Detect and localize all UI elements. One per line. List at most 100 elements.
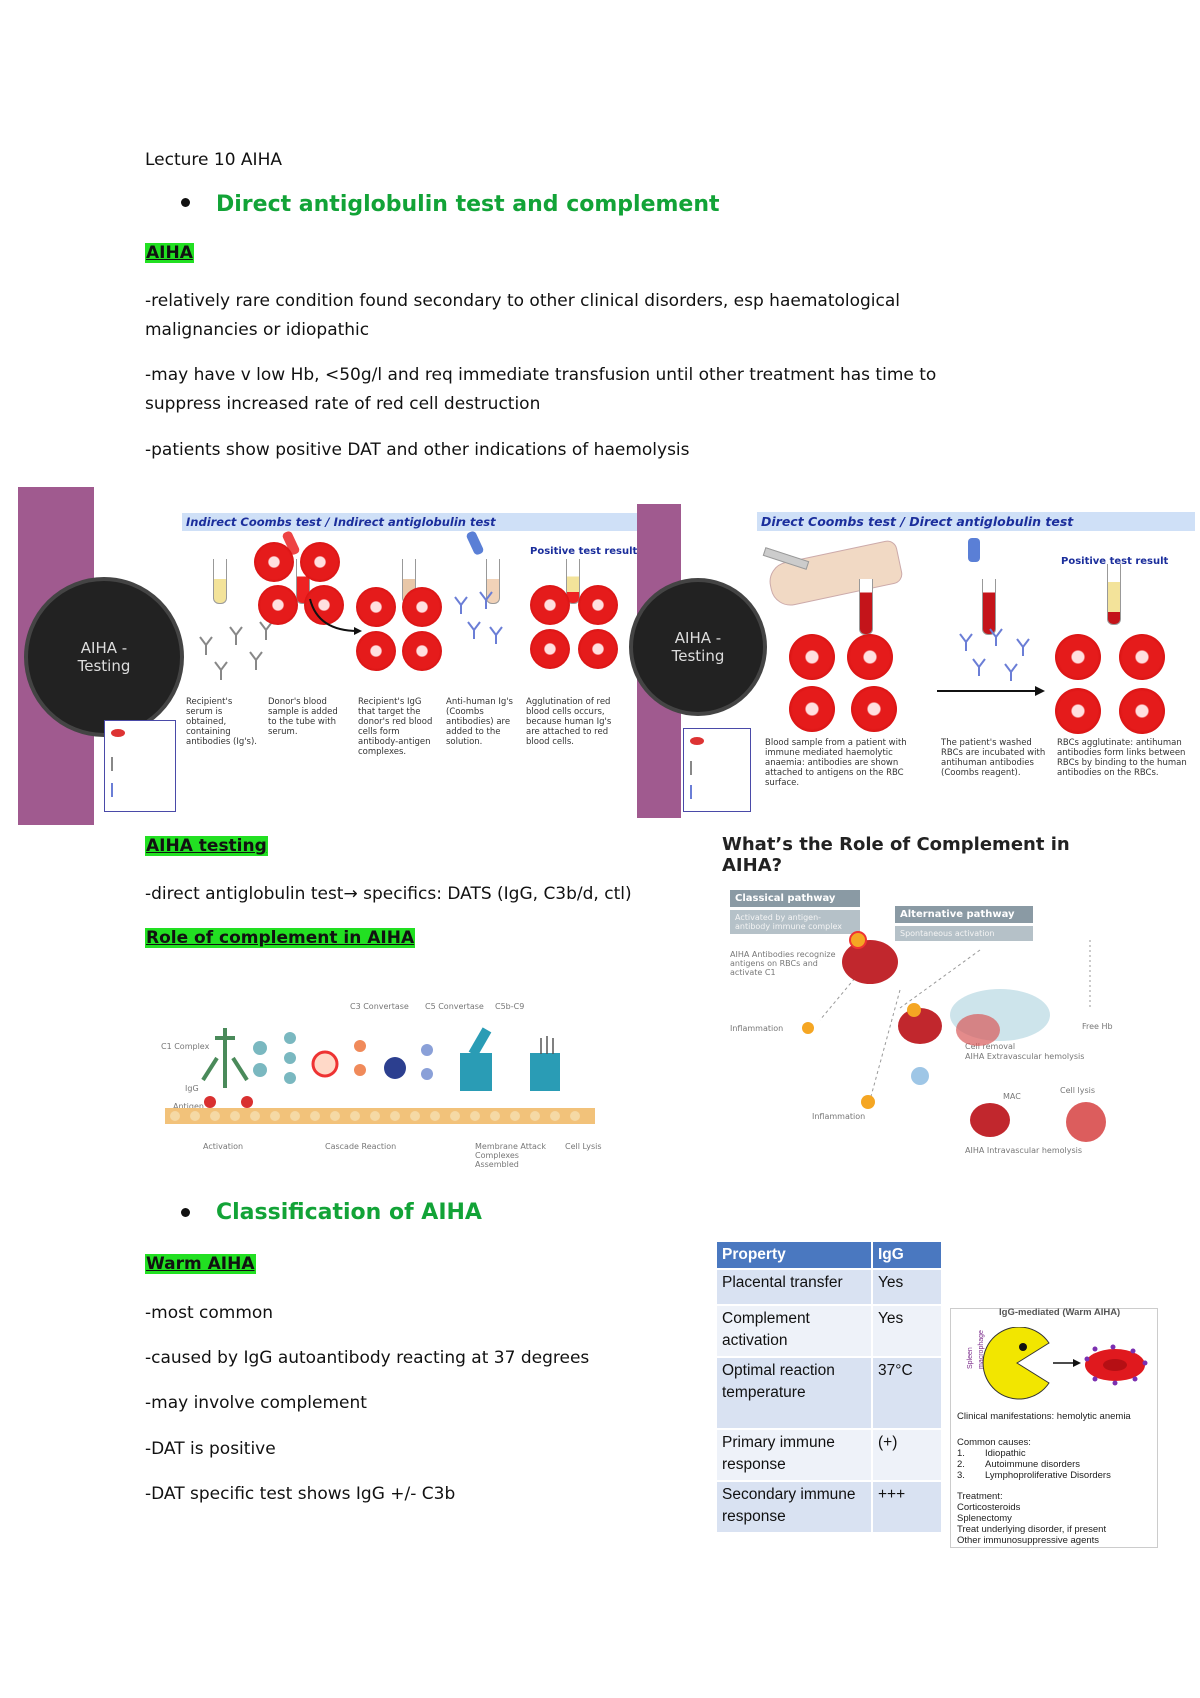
causes-title: Common causes: bbox=[957, 1437, 1031, 1448]
table-cell: +++ bbox=[873, 1482, 941, 1532]
red-blood-cell bbox=[847, 634, 893, 680]
anti-human-antibodies-icon bbox=[454, 591, 503, 644]
circle-text-1: AIHA - bbox=[80, 639, 128, 657]
test-tube bbox=[213, 559, 227, 604]
step-caption: Recipient's serum is obtained, containin… bbox=[186, 697, 258, 747]
circle-text-1: AIHA - bbox=[674, 629, 722, 647]
step-caption: Recipient's IgG that target the donor's … bbox=[358, 697, 433, 757]
test-tube bbox=[486, 559, 500, 604]
table-row: Secondary immune response +++ bbox=[717, 1482, 941, 1532]
mac-label: MAC bbox=[1003, 1092, 1021, 1101]
cause-num: 1. bbox=[957, 1448, 965, 1459]
bullet-dot bbox=[181, 198, 190, 207]
red-blood-cell bbox=[300, 542, 340, 582]
aiha-antibodies-note: AIHA Antibodies recognize antigens on RB… bbox=[730, 950, 836, 977]
test-tube bbox=[1107, 564, 1121, 625]
complement-diagram bbox=[802, 931, 1106, 1142]
testing-circle: AIHA - Testing bbox=[629, 578, 767, 716]
dropper-icon bbox=[465, 530, 485, 556]
cascade-diagram bbox=[165, 1027, 595, 1124]
antibodies-icon bbox=[199, 621, 273, 680]
arm-icon bbox=[765, 538, 905, 610]
cascade-label: C5b-C9 bbox=[495, 1002, 525, 1011]
inflammation-label: Inflammation bbox=[730, 1024, 784, 1033]
table-header: IgG bbox=[873, 1242, 941, 1268]
cascade-label: C5 Convertase bbox=[425, 1002, 484, 1011]
warm-line: -DAT is positive bbox=[145, 1439, 276, 1459]
warm-line: -may involve complement bbox=[145, 1393, 367, 1413]
red-blood-cell bbox=[402, 587, 442, 627]
para-1-line-2: malignancies or idiopathic bbox=[145, 320, 370, 340]
red-blood-cell bbox=[402, 631, 442, 671]
aiha-testing-label: AIHA testing bbox=[145, 836, 268, 856]
cascade-label: IgG bbox=[185, 1084, 199, 1093]
cascade-stage: Activation bbox=[203, 1142, 244, 1151]
red-blood-cell bbox=[1119, 634, 1165, 680]
testing-line: -direct antiglobulin test→ specifics: DA… bbox=[145, 884, 632, 904]
circle-text-2: Testing bbox=[671, 647, 725, 665]
warm-line: -most common bbox=[145, 1303, 274, 1323]
property-table: Property IgG Placental transfer Yes Comp… bbox=[715, 1240, 943, 1534]
table-cell: Yes bbox=[873, 1270, 941, 1304]
intravascular-label: AIHA Intravascular hemolysis bbox=[965, 1146, 1083, 1155]
red-blood-cell bbox=[1119, 688, 1165, 734]
warm-aiha-highlight: Warm AIHA bbox=[145, 1254, 256, 1274]
table-cell: Secondary immune response bbox=[717, 1482, 871, 1532]
circle-text-2: Testing bbox=[77, 657, 131, 675]
legend bbox=[683, 728, 751, 812]
property-table-wrap: Property IgG Placental transfer Yes Comp… bbox=[715, 1240, 943, 1534]
cascade-stage: Membrane Attack Complexes Assembled bbox=[475, 1142, 546, 1169]
complement-cascade-figure: C3 Convertase C5 Convertase C5b-C9 C1 Co… bbox=[155, 998, 605, 1169]
red-blood-cell bbox=[356, 587, 396, 627]
warm-aiha-label: Warm AIHA bbox=[145, 1254, 256, 1274]
red-blood-cell bbox=[578, 585, 618, 625]
step-caption: RBCs agglutinate: antihuman antibodies f… bbox=[1057, 738, 1187, 778]
treatment-title: Treatment: bbox=[957, 1491, 1003, 1502]
red-blood-cell bbox=[789, 686, 835, 732]
direct-coombs-slide: AIHA - Testing Direct Coombs test / Dire… bbox=[629, 504, 1200, 818]
table-row: Complement activation Yes bbox=[717, 1306, 941, 1356]
step-caption: Anti-human Ig's (Coombs antibodies) are … bbox=[446, 697, 513, 747]
alternative-pathway-desc: Spontaneous activation bbox=[895, 926, 1033, 941]
red-blood-cell bbox=[254, 542, 294, 582]
direct-banner: Direct Coombs test / Direct antiglobulin… bbox=[757, 512, 1195, 531]
step-caption: Blood sample from a patient with immune … bbox=[765, 738, 907, 788]
cause-item: Lymphoproliferative Disorders bbox=[985, 1470, 1111, 1481]
legend bbox=[104, 720, 176, 812]
dropper-icon bbox=[968, 538, 980, 562]
warm-aiha-figure: IgG-mediated (Warm AIHA) Spleen macropha… bbox=[950, 1307, 1158, 1548]
section-heading: Direct antiglobulin test and complement bbox=[216, 192, 720, 217]
table-row: Optimal reaction temperature 37°C bbox=[717, 1358, 941, 1428]
para-1-line-1: -relatively rare condition found seconda… bbox=[145, 291, 901, 311]
red-blood-cell bbox=[789, 634, 835, 680]
indirect-banner: Indirect Coombs test / Indirect antiglob… bbox=[182, 513, 640, 531]
manifestations: Clinical manifestations: hemolytic anemi… bbox=[957, 1411, 1131, 1422]
treatment-item: Splenectomy bbox=[957, 1513, 1012, 1524]
red-blood-cell bbox=[356, 631, 396, 671]
figure-header: IgG-mediated (Warm AIHA) bbox=[999, 1307, 1121, 1318]
cell-removal-label: Cell removal bbox=[965, 1042, 1016, 1051]
figure-title: What’s the Role of Complement in AIHA? bbox=[722, 834, 1070, 876]
anti-human-antibodies-icon bbox=[959, 628, 1030, 681]
inflammation-label: Inflammation bbox=[812, 1112, 866, 1121]
classical-pathway-box: Classical pathway bbox=[730, 890, 860, 907]
cascade-label: C1 Complex bbox=[161, 1042, 210, 1051]
treatment-item: Treat underlying disorder, if present bbox=[957, 1524, 1107, 1535]
free-hb-label: Free Hb bbox=[1082, 1022, 1113, 1031]
cell-lysis-label: Cell lysis bbox=[1060, 1086, 1096, 1095]
step-caption: Donor's blood sample is added to the tub… bbox=[268, 697, 338, 737]
cascade-label: Antigen bbox=[173, 1102, 204, 1111]
table-row: Placental transfer Yes bbox=[717, 1270, 941, 1304]
red-blood-cell bbox=[578, 629, 618, 669]
para-2-line-2: suppress increased rate of red cell dest… bbox=[145, 394, 541, 414]
test-tube bbox=[859, 579, 873, 635]
table-cell: Optimal reaction temperature bbox=[717, 1358, 871, 1428]
table-cell: Complement activation bbox=[717, 1306, 871, 1356]
section-heading: Classification of AIHA bbox=[216, 1200, 482, 1225]
arrow-icon bbox=[937, 686, 1045, 696]
page-title: Lecture 10 AIHA bbox=[145, 150, 282, 170]
warm-line: -caused by IgG autoantibody reacting at … bbox=[145, 1348, 590, 1368]
positive-result-label: Positive test result bbox=[1061, 556, 1169, 567]
aiha-label: AIHA bbox=[145, 243, 194, 263]
red-blood-cell bbox=[304, 585, 344, 625]
